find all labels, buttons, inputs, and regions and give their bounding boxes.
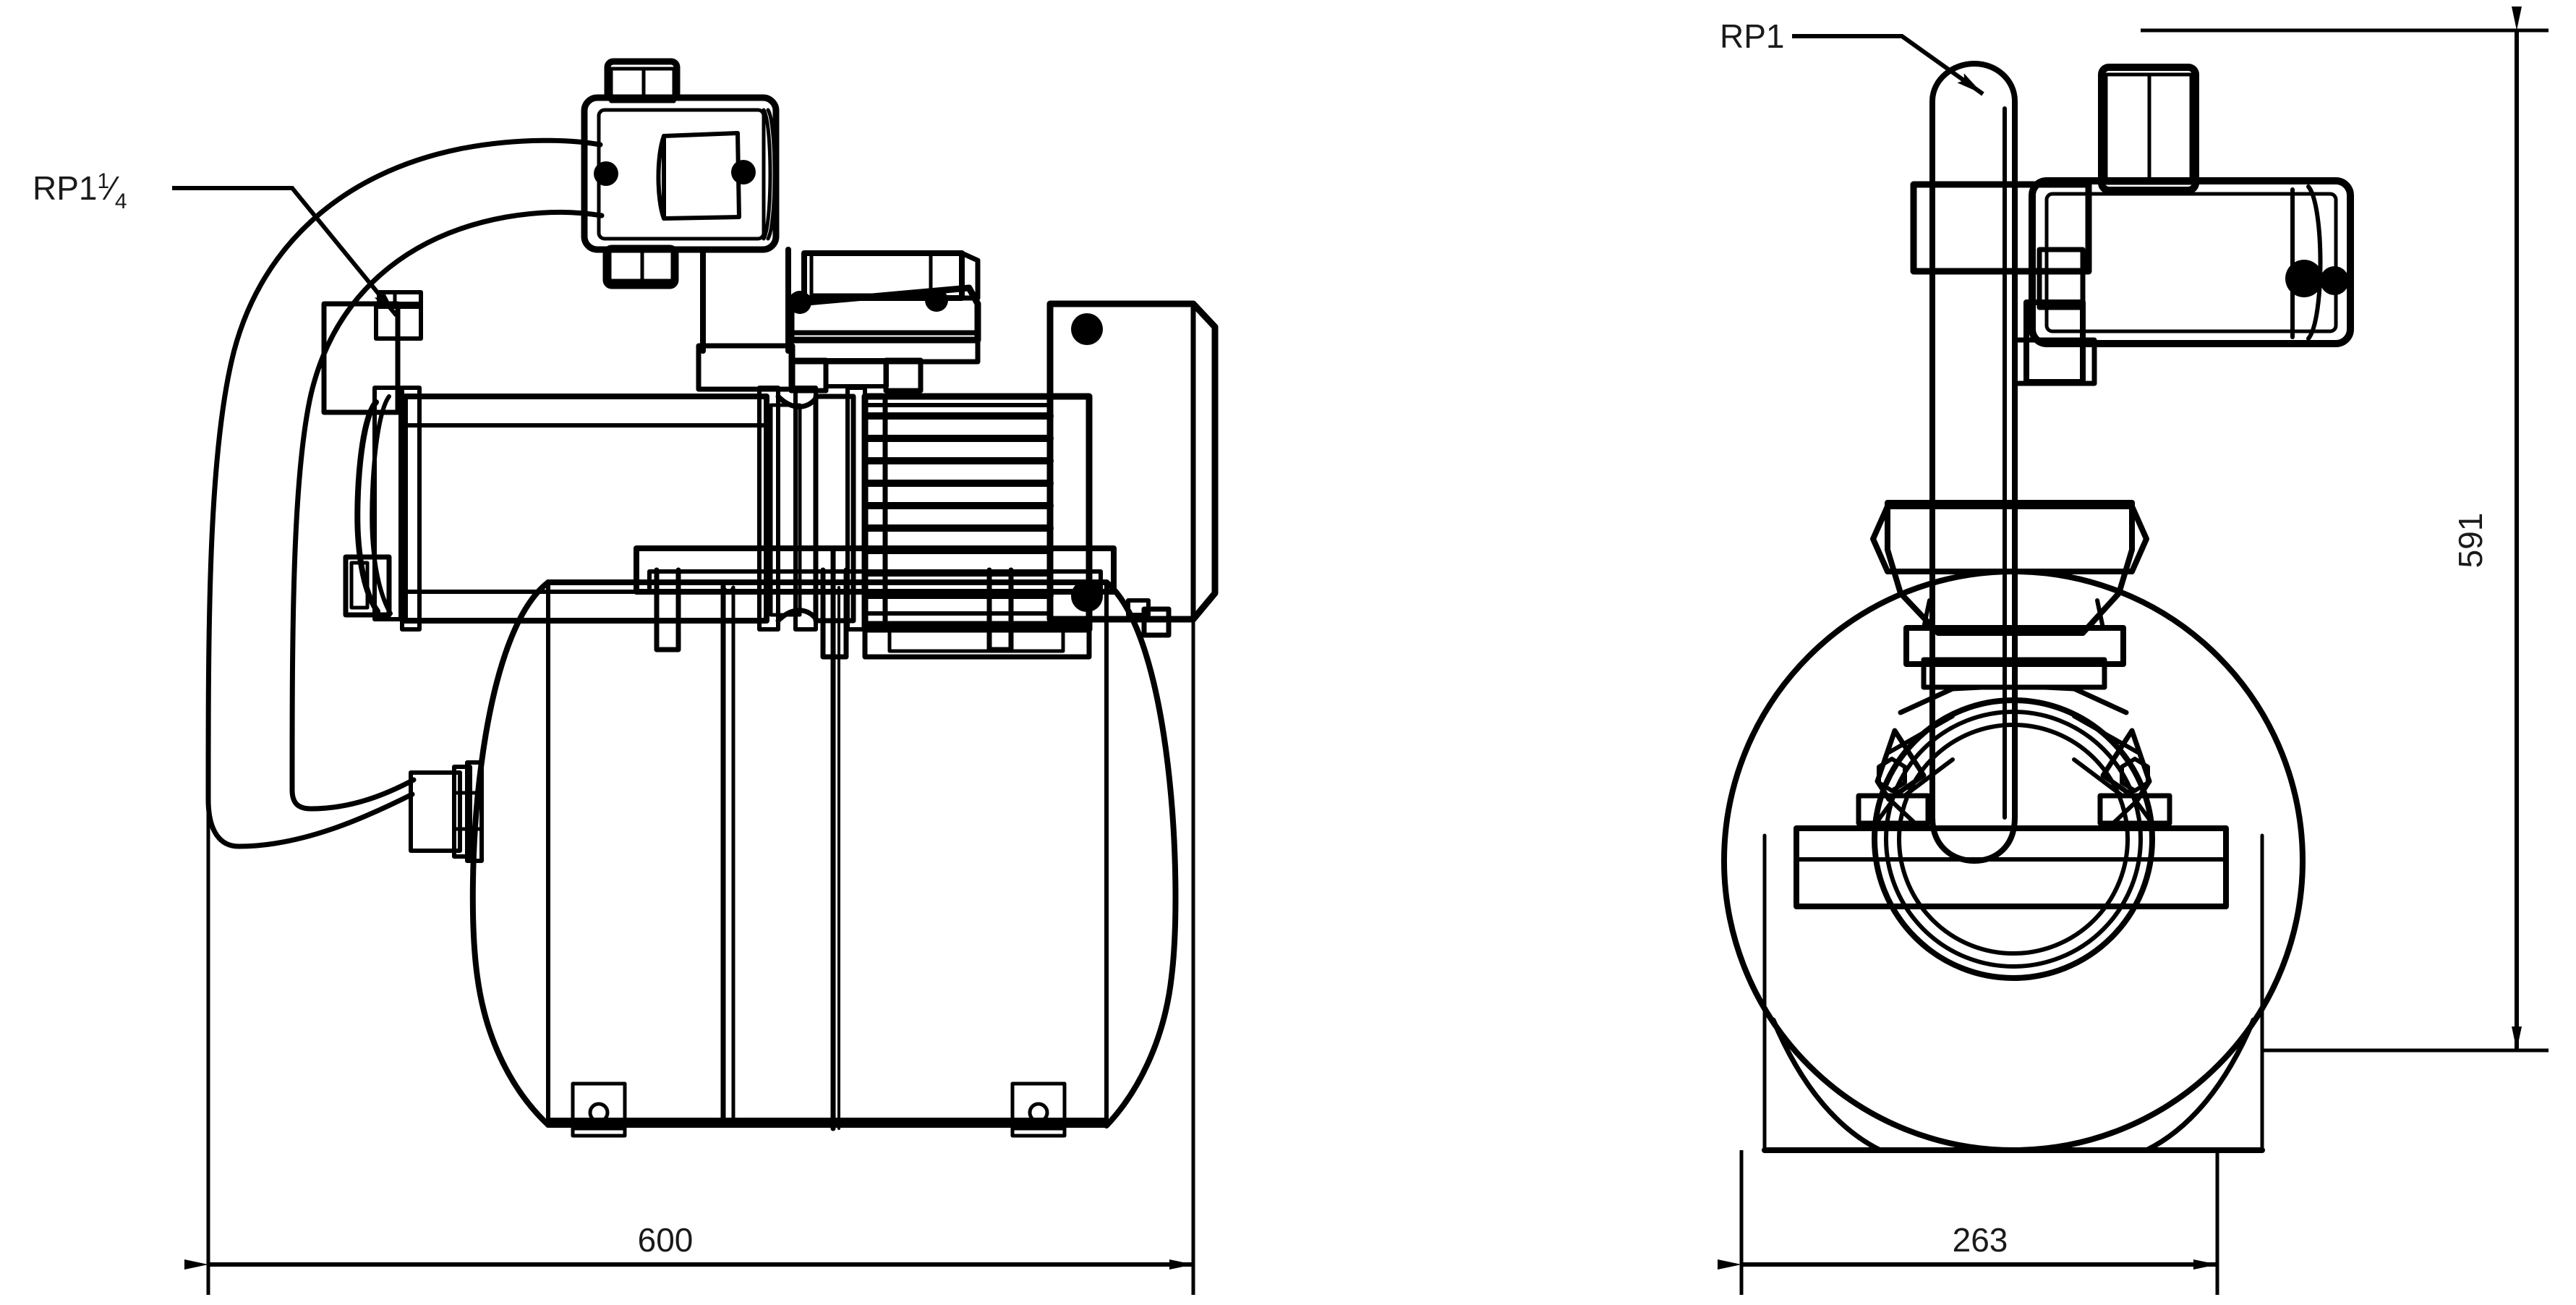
base-plate-front [1794,825,2229,909]
tank-feet [573,1084,1065,1136]
side-view [205,58,1219,1136]
hose-end-fitting [409,760,484,863]
dimension-overall-length [184,621,1195,1295]
motor-terminal-box [788,250,981,394]
pressure-tank-end [1721,569,2306,1153]
dimension-600-value: 600 [638,1221,694,1259]
pump-head-front [1870,500,2149,690]
electric-motor [861,300,1219,660]
pressure-switch-box [581,58,796,392]
front-view [1721,61,2354,1153]
label-rp1-quarter-denominator: 4 [115,190,127,213]
horizontal-pressure-tank [469,579,1179,1131]
label-rp1-quarter-prefix: RP1 [33,169,97,207]
label-rp1-quarter-leader [172,186,398,317]
multistage-pump [321,290,867,632]
pump-flange-clamp [1856,684,2172,981]
dimension-overall-height [2141,7,2549,1053]
label-rp1-leader [1792,34,1984,96]
suction-hose [205,137,605,863]
label-rp1-quarter: RP11⁄4 [33,169,127,213]
label-rp1: RP1 [1720,17,1784,55]
pressure-switch-box-front [2012,64,2354,386]
label-rp1-quarter-numerator: 1 [97,169,109,193]
dimension-591-value: 591 [2452,513,2489,569]
pump-discharge-port [1910,181,2092,275]
dimension-overall-width [1718,1150,2219,1295]
dimension-263-value: 263 [1953,1221,2008,1259]
